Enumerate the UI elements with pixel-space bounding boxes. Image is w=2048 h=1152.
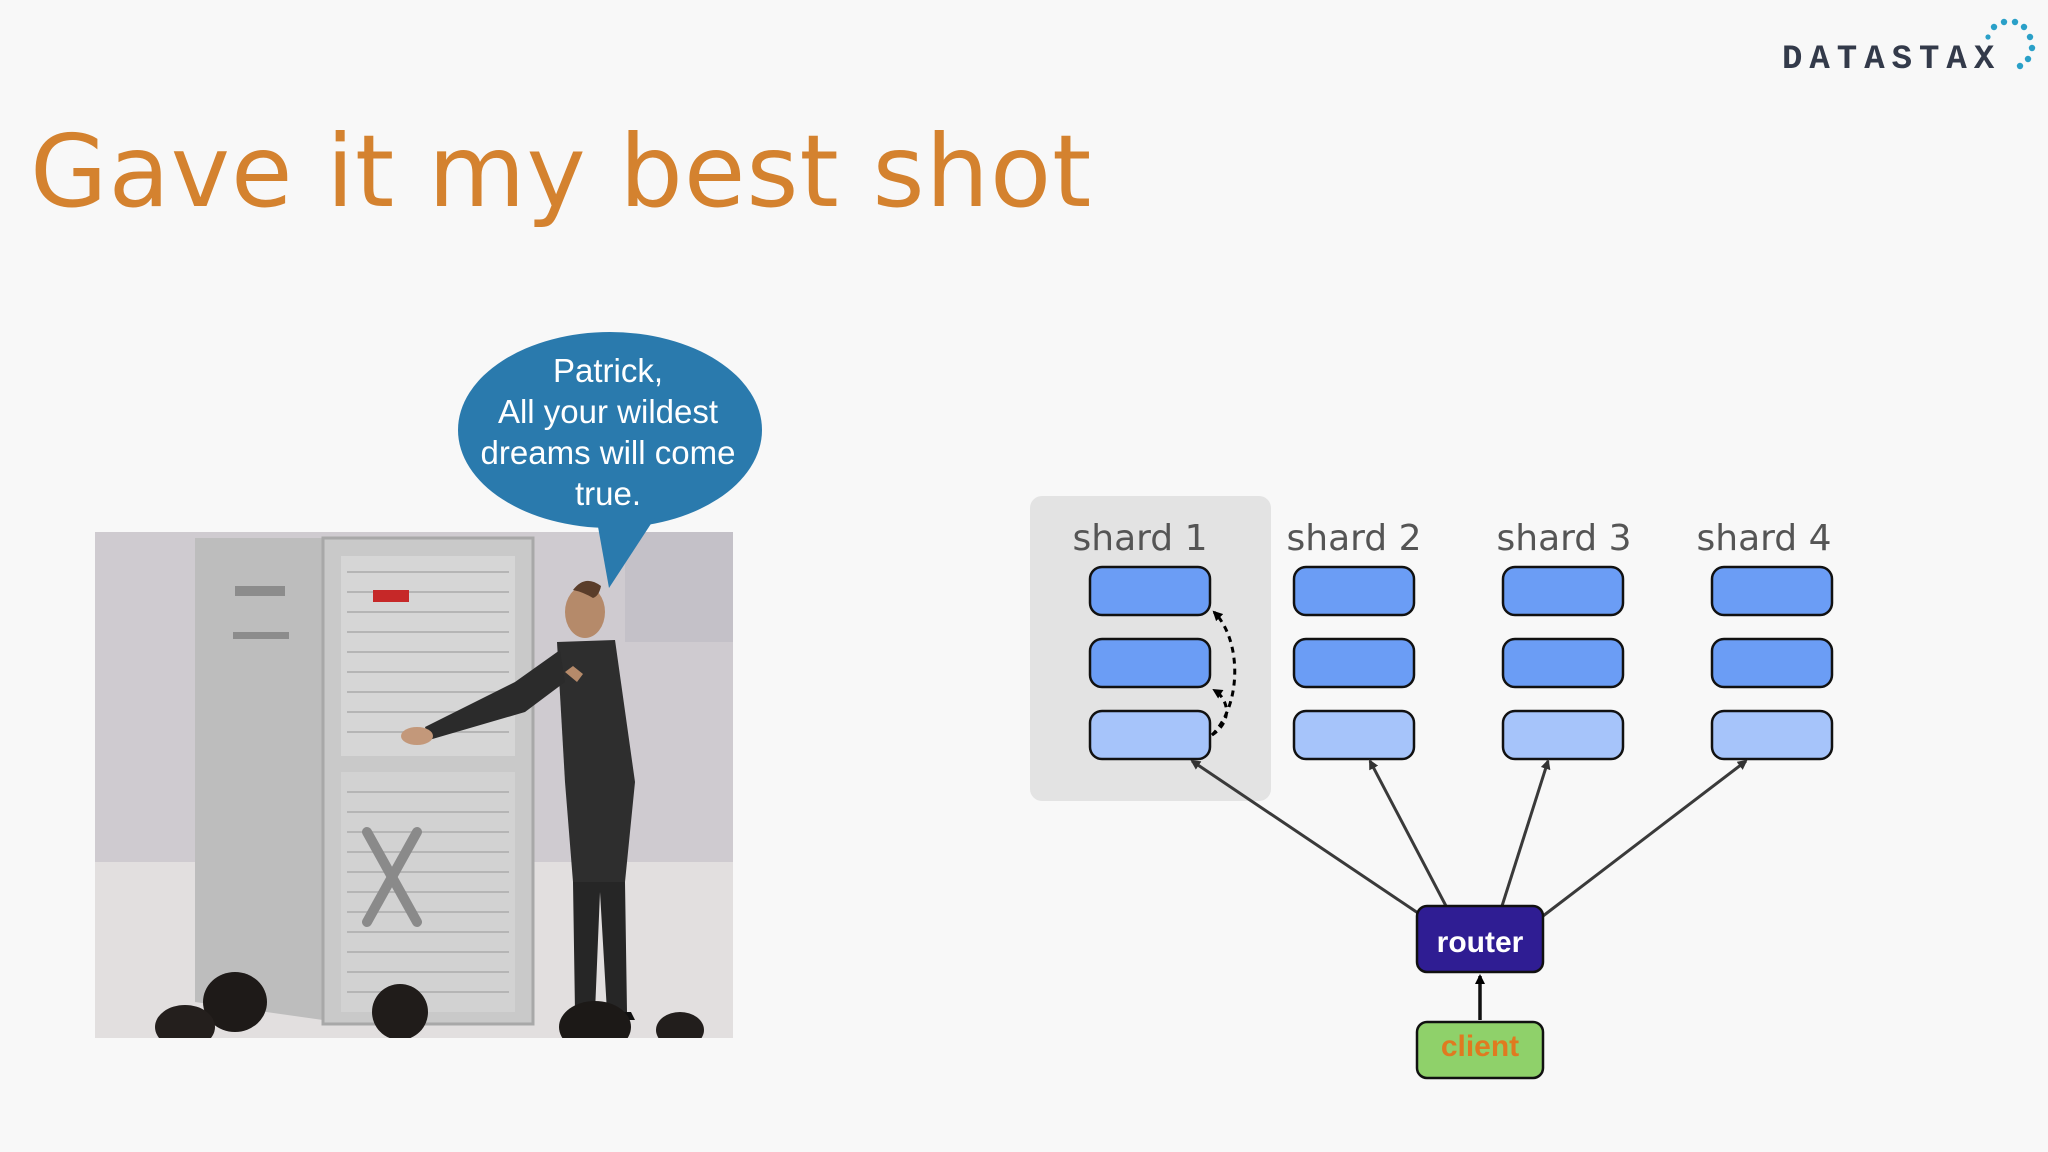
replication-arrow xyxy=(1210,610,1237,737)
speech-line: true. xyxy=(574,475,642,512)
router-to-shard-arrow xyxy=(1368,759,1448,907)
router-to-shard-arrow xyxy=(1542,759,1748,918)
primary-replica-box xyxy=(1292,565,1416,617)
primary-replica-box xyxy=(1501,637,1625,689)
primary-replica-box xyxy=(1292,637,1416,689)
router-to-shard-arrow xyxy=(1190,759,1419,915)
primary-replica-box xyxy=(1710,637,1834,689)
router-label: router xyxy=(1437,926,1524,959)
slide-title: Gave it my best shot xyxy=(30,113,1093,230)
secondary-replica-box xyxy=(1501,709,1625,761)
secondary-replica-box xyxy=(1088,709,1212,761)
router-to-shard-arrow xyxy=(1500,759,1551,907)
primary-replica-box xyxy=(1710,565,1834,617)
speech-line: dreams will come xyxy=(480,434,736,471)
datastax-logo-dots-icon xyxy=(1985,18,2036,70)
shard-label: shard 4 xyxy=(1697,518,1832,559)
shard-label: shard 2 xyxy=(1287,518,1422,559)
primary-replica-box xyxy=(1088,565,1212,617)
primary-replica-box xyxy=(1501,565,1625,617)
client-label: client xyxy=(1441,1030,1519,1063)
datastax-logo-text: DATASTAX xyxy=(1782,41,2002,79)
secondary-replica-box xyxy=(1710,709,1834,761)
speech-line: All your wildest xyxy=(497,393,719,430)
client-node xyxy=(1415,1020,1545,1080)
presenter-photo xyxy=(95,532,733,1038)
speech-bubble-text: Patrick, All your wildest dreams will co… xyxy=(468,350,748,514)
router-node xyxy=(1415,904,1545,974)
secondary-replica-box xyxy=(1292,709,1416,761)
shard-label: shard 1 xyxy=(1073,518,1208,559)
speech-line: Patrick, xyxy=(552,352,664,389)
primary-replica-box xyxy=(1088,637,1212,689)
shard-label: shard 3 xyxy=(1497,518,1632,559)
speech-bubble xyxy=(458,332,762,588)
replication-arrow xyxy=(1211,688,1228,737)
